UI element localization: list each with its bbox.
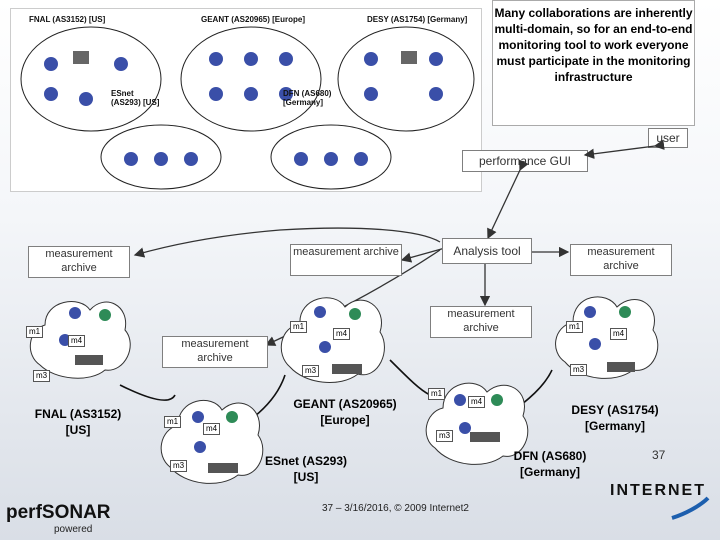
cloud-geant (280, 297, 385, 383)
domain-label-dfn: DFN (AS680) [Germany] (513, 449, 587, 479)
m3-label-dfn: m3 (436, 430, 454, 442)
internet2-logo-text: INTERNET (610, 482, 706, 499)
m4-label-desy: m4 (610, 328, 628, 340)
archive-desy: measurement archive (570, 244, 672, 276)
m4-label-fnal: m4 (68, 335, 86, 347)
archive-desy-label: measurement archive (587, 246, 655, 272)
archive-esnet: measurement archive (162, 336, 268, 368)
callout-text: Many collaborations are inherently multi… (494, 6, 693, 84)
internet2-logo: INTERNET (610, 482, 710, 522)
map-label-desy: DESY (AS1754) [Germany] (367, 15, 468, 24)
m3-label-desy: m3 (570, 364, 588, 376)
archive-dfn: measurement archive (430, 306, 532, 338)
m1-label-esnet: m1 (164, 416, 182, 428)
cloud-desy (555, 296, 659, 379)
m1-label-fnal: m1 (26, 326, 44, 338)
archive-geant-label: measurement archive (293, 246, 399, 258)
m3-label-geant: m3 (302, 365, 320, 377)
archive-dfn-label: measurement archive (447, 308, 515, 334)
perfsonar-logo-subtext: powered (54, 524, 93, 535)
m3-label-fnal: m3 (33, 370, 51, 382)
archive-fnal-label: measurement archive (45, 248, 113, 274)
analysis-tool-label: Analysis tool (453, 244, 521, 258)
cloud-esnet (160, 400, 264, 484)
m1-label-desy: m1 (566, 321, 584, 333)
m1-label-dfn: m1 (428, 388, 446, 400)
network-map-graphic (20, 26, 475, 190)
map-label-geant: GEANT (AS20965) [Europe] (201, 15, 306, 24)
perfsonar-logo: perfSONAR powered (6, 502, 111, 536)
archive-geant: measurement archive (290, 244, 402, 276)
map-label-fnal: FNAL (AS3152) [US] (29, 15, 106, 24)
domain-label-desy: DESY (AS1754) [Germany] (571, 403, 659, 433)
domain-label-fnal: FNAL (AS3152) [US] (34, 407, 122, 437)
map-label-dfn: DFN (AS680) [Germany] (283, 89, 332, 107)
footer-text: 37 – 3/16/2016, © 2009 Internet2 (322, 503, 469, 514)
network-map: FNAL (AS3152) [US] GEANT (AS20965) [Euro… (10, 8, 482, 192)
perfsonar-logo-text: perfSONAR (6, 502, 111, 523)
callout-box: Many collaborations are inherently multi… (492, 0, 695, 126)
m4-label-dfn: m4 (468, 396, 486, 408)
m3-label-esnet: m3 (170, 460, 188, 472)
page-number: 37 (652, 448, 666, 462)
archive-fnal: measurement archive (28, 246, 130, 278)
internet2-swoosh-icon (671, 496, 710, 520)
map-label-esnet: ESnet (AS293) [US] (111, 89, 160, 107)
m4-label-esnet: m4 (203, 423, 221, 435)
domain-label-geant: GEANT (AS20965) [Europe] (293, 397, 397, 427)
m4-label-geant: m4 (333, 328, 351, 340)
cloud-dfn (425, 382, 529, 465)
analysis-tool-box: Analysis tool (442, 238, 532, 264)
archive-esnet-label: measurement archive (181, 338, 249, 364)
m1-label-geant: m1 (290, 321, 308, 333)
domain-label-esnet: ESnet (AS293) [US] (264, 454, 348, 484)
